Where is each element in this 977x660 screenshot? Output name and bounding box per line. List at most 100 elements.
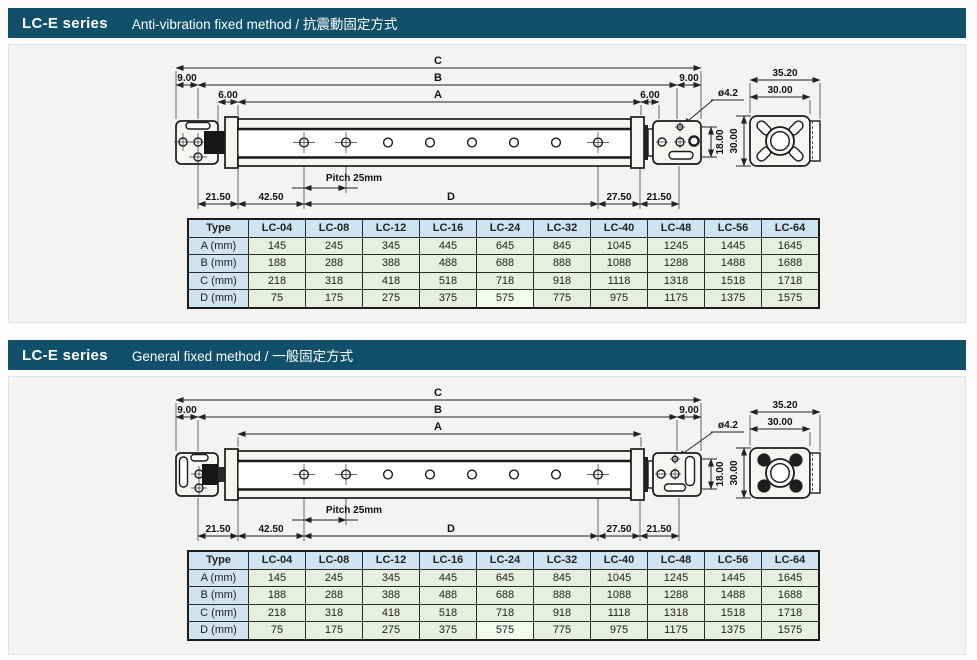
table-cell: 845: [533, 568, 591, 587]
dim-21-50-left: 21.50: [205, 524, 230, 535]
table-row-label: B (mm): [187, 586, 249, 605]
dim-6-right: 6.00: [640, 90, 660, 101]
dim-b: B: [434, 404, 442, 416]
table-cell: 188: [248, 254, 306, 273]
method-subtitle: General fixed method / 一般固定方式: [131, 349, 354, 364]
table-cell: 445: [419, 568, 477, 587]
section2-header: LC-E series General fixed method / 一般固定方…: [8, 340, 966, 370]
end-view: [749, 447, 821, 499]
anti-vibration-technical-drawing: C B A 9.00 9.00 6.00 6.00 ø4.2 35.20 30.…: [174, 55, 821, 209]
table-column-header: LC-48: [647, 550, 705, 570]
dim-c: C: [434, 387, 442, 399]
table-cell: 345: [362, 236, 420, 255]
table-cell: 245: [305, 236, 363, 255]
table-column-header: LC-56: [704, 550, 762, 570]
dim-21-50-right: 21.50: [646, 524, 671, 535]
dim-30-00-height: 30.00: [729, 128, 740, 153]
dim-a: A: [434, 89, 442, 101]
table-cell: 918: [533, 603, 591, 622]
table-cell: 1375: [704, 621, 762, 640]
table-cell: 145: [248, 568, 306, 587]
anti-vibration-mount-block: [204, 131, 228, 154]
table-column-header: LC-16: [419, 218, 477, 238]
section1-header: LC-E series Anti-vibration fixed method …: [8, 8, 966, 38]
table-cell: 445: [419, 236, 477, 255]
table-cell: 375: [419, 289, 477, 308]
section2-panel: C B A 9.00 9.00 ø4.2 35.20 30.00 18.00 3…: [8, 376, 966, 655]
table-cell: 1688: [761, 586, 820, 605]
table-column-header: LC-64: [761, 218, 820, 238]
table-row-label: C (mm): [187, 603, 249, 622]
table-cell: 918: [533, 271, 591, 290]
table-cell: 888: [533, 586, 591, 605]
table-cell: 575: [476, 621, 534, 640]
table-column-header: LC-24: [476, 550, 534, 570]
table-column-header: LC-48: [647, 218, 705, 238]
dim-b: B: [434, 72, 442, 84]
table-cell: 1488: [704, 254, 762, 273]
table-column-header: LC-04: [248, 218, 306, 238]
table-cell: 1688: [761, 254, 820, 273]
table-cell: 1288: [647, 586, 705, 605]
table-row-label: C (mm): [187, 271, 249, 290]
table-column-header: LC-40: [590, 218, 648, 238]
table-column-header: LC-08: [305, 550, 363, 570]
table-corner-header: Type: [187, 550, 249, 570]
section1-panel: C B A 9.00 9.00 6.00 6.00 ø4.2 35.20 30.…: [8, 44, 966, 323]
dim-27-50: 27.50: [606, 192, 631, 203]
table-cell: 1445: [704, 236, 762, 255]
side-view: [174, 116, 702, 169]
table-cell: 1175: [647, 621, 705, 640]
table-cell: 1045: [590, 568, 648, 587]
table-cell: 488: [419, 254, 477, 273]
table-cell: 218: [248, 271, 306, 290]
dim-35-20: 35.20: [772, 68, 797, 79]
mount-block: [202, 464, 218, 485]
table-cell: 388: [362, 254, 420, 273]
table-cell: 388: [362, 586, 420, 605]
table-cell: 418: [362, 271, 420, 290]
dim-30-00-width: 30.00: [767, 417, 792, 428]
table-cell: 688: [476, 254, 534, 273]
table-cell: 775: [533, 289, 591, 308]
dim-c: C: [434, 55, 442, 67]
end-view: [749, 115, 821, 167]
table-cell: 318: [305, 603, 363, 622]
table-cell: 1375: [704, 289, 762, 308]
dim-30-00-width: 30.00: [767, 85, 792, 96]
table-column-header: LC-64: [761, 550, 820, 570]
table-row-label: D (mm): [187, 621, 249, 640]
table-cell: 288: [305, 586, 363, 605]
table-row-label: A (mm): [187, 568, 249, 587]
table-cell: 75: [248, 289, 306, 308]
dim-d: D: [447, 191, 455, 203]
table-cell: 1518: [704, 271, 762, 290]
table-cell: 1318: [647, 271, 705, 290]
dim-21-50-right: 21.50: [646, 192, 671, 203]
dim-27-50: 27.50: [606, 524, 631, 535]
table-row-label: B (mm): [187, 254, 249, 273]
dim-9-right: 9.00: [679, 405, 699, 416]
general-fixed-technical-drawing: C B A 9.00 9.00 ø4.2 35.20 30.00 18.00 3…: [175, 387, 821, 541]
dim-diameter: ø4.2: [718, 420, 738, 431]
dim-21-50-left: 21.50: [205, 192, 230, 203]
dim-9-left: 9.00: [177, 405, 197, 416]
table-cell: 1245: [647, 568, 705, 587]
table-cell: 1718: [761, 271, 820, 290]
dim-pitch: Pitch 25mm: [326, 505, 382, 516]
beam-holes: [293, 464, 609, 485]
table-cell: 1175: [647, 289, 705, 308]
table-cell: 245: [305, 568, 363, 587]
dim-30-00-height: 30.00: [729, 460, 740, 485]
table-column-header: LC-40: [590, 550, 648, 570]
